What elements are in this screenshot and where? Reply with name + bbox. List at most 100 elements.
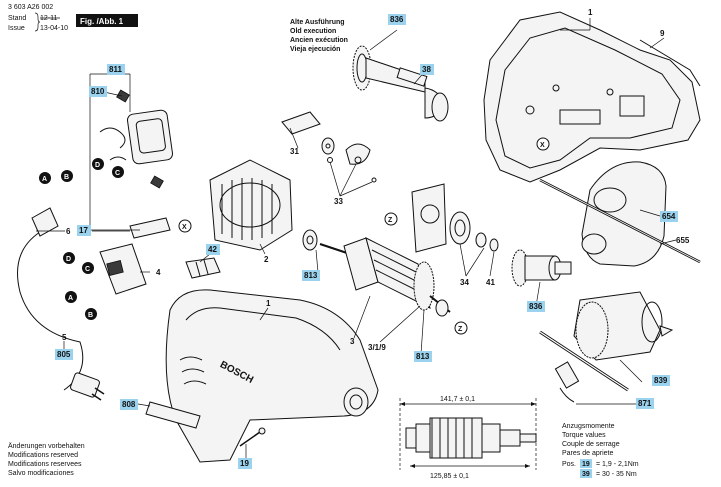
svg-text:810: 810 — [91, 87, 105, 96]
svg-text:C: C — [115, 170, 120, 177]
label-836-mid: 836 — [527, 301, 545, 312]
part-17-cable-clamp — [129, 217, 171, 239]
svg-text:A: A — [42, 176, 47, 183]
torque-value-19: = 1,9 - 2,1Nm — [596, 461, 639, 468]
part-836-gear-shaft — [511, 249, 572, 287]
old-execution-line-1: Alte Ausführung — [290, 19, 345, 26]
svg-text:41: 41 — [486, 278, 495, 287]
part-655-depth-rod — [539, 178, 701, 264]
marker-c-brush: C — [112, 166, 124, 178]
part-808-nameplate — [145, 401, 201, 429]
part-1-housing-half — [483, 11, 701, 183]
old-execution-line-4: Vieja ejecución — [290, 46, 340, 53]
old-execution-line-2: Old execution — [290, 28, 336, 35]
marker-d-brush: D — [92, 158, 104, 170]
label-17: 17 — [77, 225, 91, 236]
footer-line-1: Änderungen vorbehalten — [8, 442, 85, 450]
svg-text:34: 34 — [460, 278, 469, 287]
stand-label: Stand — [8, 15, 26, 22]
part-836-gear-shaft-old — [352, 45, 449, 122]
header-block: 3 603 A26 002 Stand 12-11 Issue 13-04-10… — [8, 4, 138, 32]
label-4: 4 — [156, 268, 161, 277]
torque-line-2: Torque values — [562, 432, 606, 439]
svg-text:654: 654 — [662, 212, 676, 221]
label-1-top: 1 — [588, 8, 593, 17]
label-813-left: 813 — [302, 270, 320, 281]
svg-text:17: 17 — [79, 226, 88, 235]
footer-line-4: Salvo modificaciones — [8, 470, 74, 477]
torque-line-3: Couple de serrage — [562, 441, 620, 448]
svg-text:3: 3 — [350, 337, 355, 346]
part-4-switch — [99, 243, 147, 295]
label-33: 33 — [334, 197, 343, 206]
part-1-drill-housing: BOSCH — [165, 289, 379, 463]
svg-text:X: X — [182, 224, 187, 231]
part-810-brush-holder — [99, 89, 174, 189]
part-34-baffle-fan — [411, 183, 499, 253]
marker-x-housing: X — [536, 137, 550, 151]
footer-notes: Änderungen vorbehalten Modifications res… — [8, 442, 85, 477]
leader-lines — [36, 18, 677, 458]
label-3: 3 — [350, 337, 355, 346]
svg-text:B: B — [64, 174, 69, 181]
svg-text:4: 4 — [156, 268, 161, 277]
label-839: 839 — [652, 375, 670, 386]
issue-value: 13-04-10 — [40, 25, 68, 32]
part-3-armature — [302, 229, 451, 317]
svg-text:C: C — [85, 266, 90, 273]
armature-dimension-drawing: 141,7 ± 0,1 125,85 ± 0,1 — [399, 396, 537, 480]
svg-text:B: B — [88, 312, 93, 319]
label-41: 41 — [486, 278, 495, 287]
label-805: 805 — [55, 349, 73, 360]
dimension-overall: 141,7 ± 0,1 — [440, 396, 475, 403]
svg-text:2: 2 — [264, 255, 269, 264]
marker-b-cable: B — [61, 170, 73, 182]
label-9: 9 — [660, 29, 665, 38]
svg-text:839: 839 — [654, 376, 668, 385]
torque-line-1: Anzugsmomente — [562, 423, 615, 430]
label-19: 19 — [238, 458, 252, 469]
header-brace — [34, 12, 41, 32]
label-655: 655 — [676, 236, 690, 245]
label-871: 871 — [636, 398, 654, 409]
label-810: 810 — [89, 86, 107, 97]
part-805-cable-plug — [17, 207, 105, 401]
doc-number: 3 603 A26 002 — [8, 4, 53, 11]
label-31: 31 — [290, 147, 299, 156]
svg-text:811: 811 — [109, 65, 122, 74]
part-654-auxiliary-handle — [581, 161, 667, 267]
label-34: 34 — [460, 278, 469, 287]
issue-label: Issue — [8, 25, 25, 32]
label-654: 654 — [660, 211, 678, 222]
svg-text:42: 42 — [208, 245, 217, 254]
svg-text:D: D — [95, 162, 100, 169]
part-2-field-stator — [209, 159, 293, 251]
svg-text:38: 38 — [422, 65, 431, 74]
old-execution-note: Alte Ausführung Old execution Ancien exé… — [290, 19, 348, 53]
label-3-1-9: 3/1/9 — [368, 343, 386, 352]
svg-text:X: X — [540, 142, 545, 149]
marker-a-cable: A — [39, 172, 51, 184]
marker-z-plate: Z — [384, 212, 398, 226]
torque-line-4: Pares de apriete — [562, 450, 613, 457]
marker-c-switch: C — [82, 262, 94, 274]
svg-text:D: D — [66, 256, 71, 263]
torque-value-39: = 30 - 35 Nm — [596, 471, 637, 478]
svg-text:655: 655 — [676, 236, 690, 245]
svg-text:836: 836 — [390, 15, 404, 24]
svg-text:805: 805 — [57, 350, 71, 359]
label-2: 2 — [264, 255, 269, 264]
torque-values-table: Anzugsmomente Torque values Couple de se… — [562, 423, 639, 478]
svg-text:3/1/9: 3/1/9 — [368, 343, 386, 352]
part-33-fan-parts — [321, 137, 377, 183]
marker-a-switch: A — [65, 291, 77, 303]
label-811: 811 — [107, 64, 125, 75]
svg-text:31: 31 — [290, 147, 299, 156]
part-42-clamp — [185, 257, 221, 279]
svg-text:33: 33 — [334, 197, 343, 206]
svg-text:5: 5 — [62, 333, 67, 342]
marker-b-switch: B — [85, 308, 97, 320]
svg-text:Z: Z — [388, 217, 393, 224]
connection-markers: A B D C D C A B X X Z Z — [39, 137, 550, 335]
